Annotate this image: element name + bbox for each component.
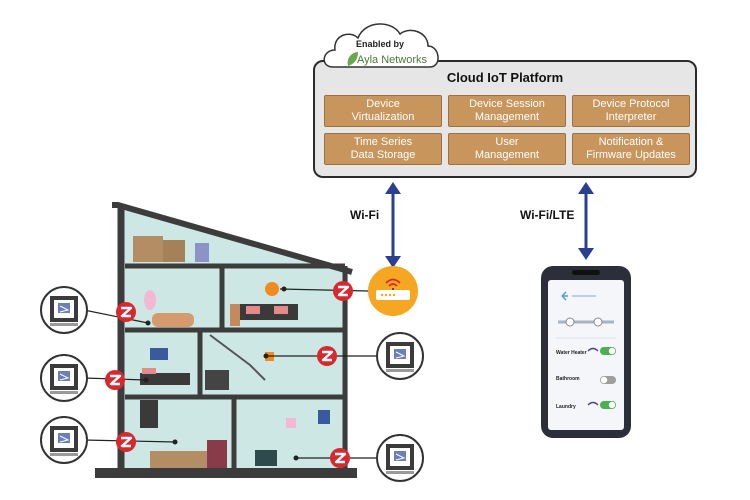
link-label-wifi-lte: Wi-Fi/LTE xyxy=(520,208,575,222)
ayla-cloud-badge: Enabled by Ayla Networks xyxy=(323,23,439,68)
module-label: User Management xyxy=(474,136,540,161)
smartphone xyxy=(541,266,631,438)
toggle-bathroom[interactable] xyxy=(600,376,616,384)
zwave-icon xyxy=(331,279,355,303)
arrow-cloud-phone xyxy=(578,182,594,260)
module-notification-firmware-updates: Notification & Firmware Updates xyxy=(572,133,690,165)
link-label-wifi: Wi-Fi xyxy=(350,208,380,222)
module-time-series-data-storage: Time Series Data Storage xyxy=(324,133,442,165)
thermostat-icon xyxy=(376,332,424,380)
zwave-icon xyxy=(103,368,127,392)
module-label: Device Virtualization xyxy=(351,98,415,123)
toggle-water-heater[interactable] xyxy=(600,347,616,355)
enabled-by-text: Enabled by xyxy=(356,39,404,49)
module-label: Time Series Data Storage xyxy=(350,136,416,161)
thermostat-icon xyxy=(40,416,88,464)
ayla-leaf-icon xyxy=(347,52,358,66)
thermostat-icon xyxy=(40,354,88,402)
zwave-icon xyxy=(315,344,339,368)
module-label: Device Protocol Interpreter xyxy=(592,98,670,123)
module-label: Notification & Firmware Updates xyxy=(586,136,676,161)
module-device-protocol-interpreter: Device Protocol Interpreter xyxy=(572,95,690,127)
platform-title: Cloud IoT Platform xyxy=(446,70,564,85)
arrow-cloud-router xyxy=(385,182,401,268)
zwave-icon xyxy=(328,446,352,470)
thermostat-icon xyxy=(376,434,424,482)
thermostat-icon xyxy=(40,286,88,334)
smart-home-house xyxy=(95,202,357,478)
phone-row-label-bathroom: Bathroom xyxy=(556,376,580,382)
module-user-management: User Management xyxy=(448,133,566,165)
phone-row-label-laundry: Laundry xyxy=(556,404,576,410)
toggle-laundry[interactable] xyxy=(600,401,616,409)
wifi-icon xyxy=(587,401,599,406)
back-arrow-icon[interactable] xyxy=(561,291,568,301)
zwave-icon xyxy=(114,430,138,454)
ayla-brand-text: Ayla Networks xyxy=(357,54,428,66)
wifi-router-icon xyxy=(368,266,418,316)
device-dots xyxy=(143,286,299,461)
wifi-icon xyxy=(587,347,599,352)
module-device-session-management: Device Session Management xyxy=(448,95,566,127)
phone-row-label-water-heater: Water Heater xyxy=(556,350,587,356)
module-label: Device Session Management xyxy=(469,98,545,123)
module-device-virtualization: Device Virtualization xyxy=(324,95,442,127)
zwave-icon xyxy=(114,300,138,324)
